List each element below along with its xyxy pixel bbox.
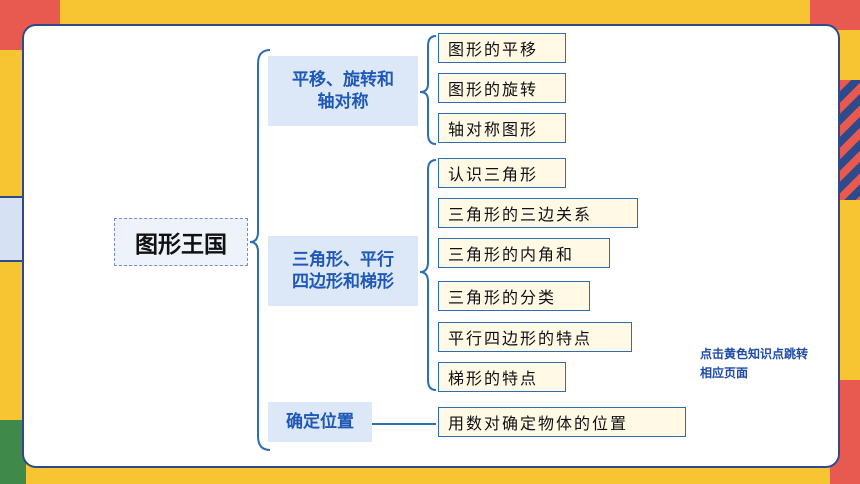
category-label: 确定位置 <box>286 412 354 432</box>
bottom-left-pencil-decoration <box>0 420 26 484</box>
root-node: 图形王国 <box>114 218 248 266</box>
leaf-trapezoid-features[interactable]: 梯形的特点 <box>438 362 566 392</box>
leaf-triangle-classification[interactable]: 三角形的分类 <box>438 281 590 311</box>
leaf-axial-symmetry[interactable]: 轴对称图形 <box>438 113 566 143</box>
right-stripe-decoration <box>840 80 860 200</box>
category-label-line1: 平移、旋转和 <box>292 70 394 90</box>
hint-text: 点击黄色知识点跳转相应页面 <box>700 347 809 380</box>
category-label-line2: 轴对称 <box>317 92 369 112</box>
leaf-translation[interactable]: 图形的平移 <box>438 33 566 63</box>
category-label-line2: 四边形和梯形 <box>292 272 394 292</box>
category-label-line1: 三角形、平行 <box>292 250 394 270</box>
category-translation-rotation-symmetry[interactable]: 平移、旋转和轴对称 <box>268 56 418 126</box>
leaf-triangle-side-relation[interactable]: 三角形的三边关系 <box>438 198 638 228</box>
category-determine-position[interactable]: 确定位置 <box>268 402 372 442</box>
leaf-triangle-interior-angles[interactable]: 三角形的内角和 <box>438 238 610 268</box>
category-triangles-parallelograms-trapezoids[interactable]: 三角形、平行四边形和梯形 <box>268 236 418 306</box>
leaf-know-triangles[interactable]: 认识三角形 <box>438 158 566 188</box>
leaf-rotation[interactable]: 图形的旋转 <box>438 73 566 103</box>
leaf-ordered-pair-position[interactable]: 用数对确定物体的位置 <box>438 407 686 437</box>
leaf-parallelogram-features[interactable]: 平行四边形的特点 <box>438 322 632 352</box>
